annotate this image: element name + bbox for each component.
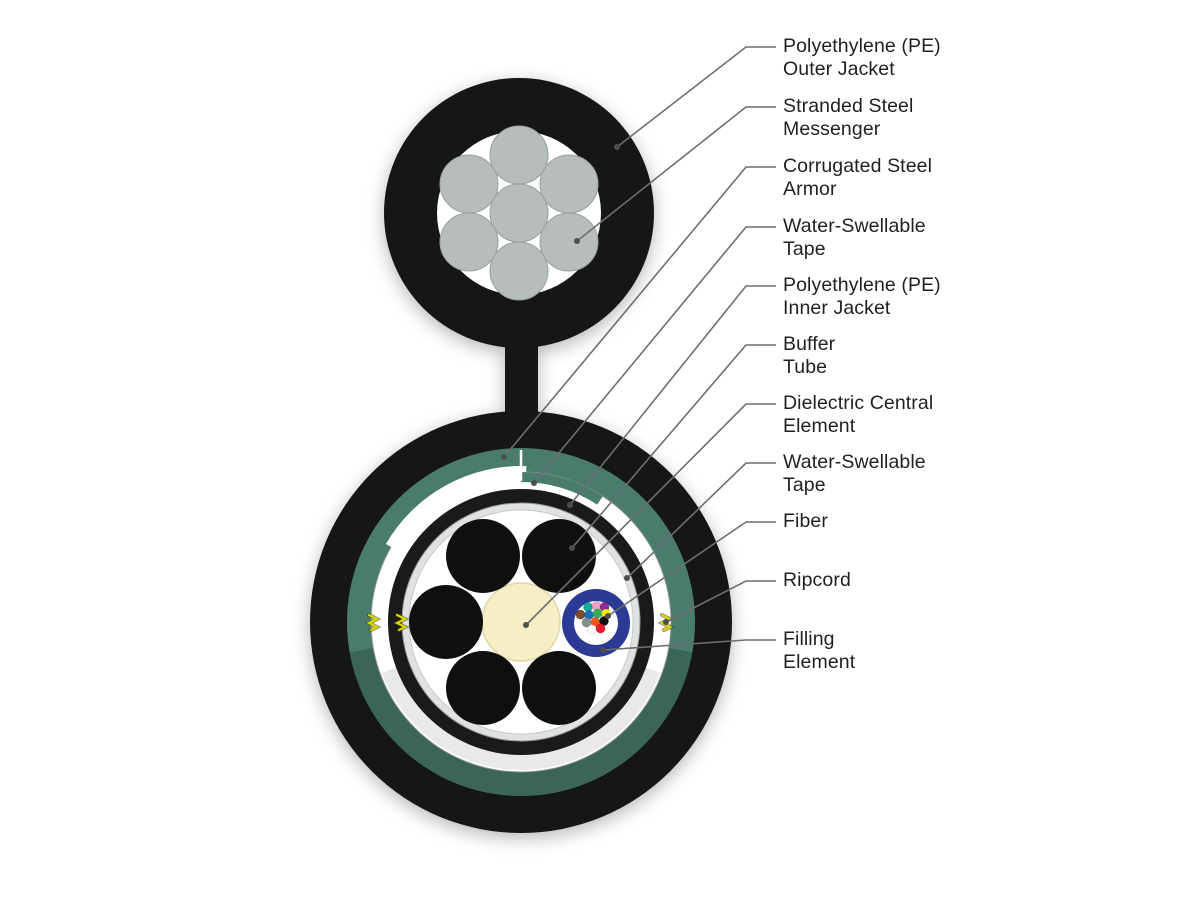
messenger-strand-group bbox=[439, 125, 599, 301]
leader-line-ripcord bbox=[665, 580, 776, 623]
leader-line-inner-jacket bbox=[569, 285, 776, 506]
leader-line-tape-outer bbox=[533, 226, 776, 484]
buffer-tube bbox=[409, 585, 483, 659]
leader-dot bbox=[600, 647, 606, 653]
dielectric-central-element bbox=[481, 582, 561, 662]
leader-line-group bbox=[503, 46, 776, 651]
armor-seam-gap bbox=[385, 466, 527, 549]
label-line: Filling bbox=[783, 628, 835, 650]
leader-line-outer-jacket bbox=[616, 46, 776, 148]
label-fiber: Fiber bbox=[783, 510, 828, 533]
leader-dot bbox=[531, 480, 537, 486]
label-line: Polyethylene (PE) bbox=[783, 35, 941, 57]
label-line: Water-Swellable bbox=[783, 215, 926, 237]
leader-dot bbox=[567, 502, 573, 508]
fiber-dot-red bbox=[595, 623, 606, 634]
label-line: Tape bbox=[783, 474, 826, 496]
steel-strand-wire bbox=[489, 183, 549, 243]
label-line: Polyethylene (PE) bbox=[783, 274, 941, 296]
leader-line-tape-inner bbox=[626, 462, 776, 579]
label-line: Element bbox=[783, 651, 856, 673]
leader-line-messenger bbox=[576, 106, 776, 242]
fiber-dot-aqua bbox=[583, 602, 593, 612]
steel-strand-wire bbox=[489, 125, 549, 185]
label-line: Tape bbox=[783, 238, 826, 260]
label-line: Tube bbox=[783, 356, 828, 378]
label-line: Buffer bbox=[783, 333, 836, 355]
leader-dot-group bbox=[501, 144, 669, 653]
label-inner-jacket: Polyethylene (PE)Inner Jacket bbox=[783, 274, 941, 320]
leader-line-armor bbox=[503, 166, 776, 458]
ripcord-zigzag bbox=[366, 613, 380, 632]
steel-strand-wire bbox=[539, 212, 599, 272]
fiber-dot-white bbox=[587, 624, 597, 635]
label-line: Messenger bbox=[783, 118, 881, 140]
buffer-tube-group bbox=[409, 519, 596, 725]
ripcord-zigzag bbox=[659, 613, 673, 632]
fiber-dot-green bbox=[592, 608, 603, 619]
leader-dot bbox=[605, 613, 611, 619]
buffer-tube bbox=[522, 651, 596, 725]
leader-dot bbox=[501, 454, 507, 460]
label-line: Outer Jacket bbox=[783, 58, 895, 80]
leader-line-fiber bbox=[607, 521, 776, 617]
fiber-group bbox=[575, 601, 611, 635]
label-ripcord: Ripcord bbox=[783, 569, 851, 592]
fiber-dot-brown bbox=[575, 609, 586, 620]
leader-line-central-element bbox=[525, 403, 776, 626]
steel-strand-wire bbox=[439, 212, 499, 272]
ripcord-zigzag bbox=[394, 613, 408, 632]
label-line: Water-Swellable bbox=[783, 451, 926, 473]
buffer-tube bbox=[446, 519, 520, 593]
label-line: Armor bbox=[783, 178, 837, 200]
buffer-tube bbox=[446, 651, 520, 725]
label-line: Stranded Steel bbox=[783, 95, 914, 117]
cable-figure bbox=[310, 78, 732, 833]
armor-seam-overlap bbox=[521, 472, 603, 505]
label-line: Dielectric Central bbox=[783, 392, 934, 414]
steel-strand-wire bbox=[489, 241, 549, 301]
label-line: Inner Jacket bbox=[783, 297, 891, 319]
label-line: Element bbox=[783, 415, 856, 437]
leader-dot bbox=[624, 575, 630, 581]
steel-strand-wire bbox=[439, 154, 499, 214]
leader-dot bbox=[614, 144, 620, 150]
steel-strand-wire bbox=[539, 154, 599, 214]
leader-dot bbox=[523, 622, 529, 628]
detail-buffer-tube bbox=[562, 589, 630, 657]
leader-dot bbox=[663, 619, 669, 625]
leader-dot bbox=[569, 545, 575, 551]
label-outer-jacket: Polyethylene (PE)Outer Jacket bbox=[783, 35, 941, 81]
tape-shading bbox=[382, 666, 661, 770]
leader-line-buffer-tube bbox=[571, 344, 776, 549]
label-line: Ripcord bbox=[783, 569, 851, 591]
leader-dot bbox=[574, 238, 580, 244]
ripcord-group bbox=[364, 613, 675, 632]
armor-shading bbox=[349, 647, 693, 796]
label-line: Fiber bbox=[783, 510, 828, 532]
leader-line-filling-element bbox=[602, 639, 776, 651]
buffer-tube bbox=[522, 519, 596, 593]
label-line: Corrugated Steel bbox=[783, 155, 933, 177]
